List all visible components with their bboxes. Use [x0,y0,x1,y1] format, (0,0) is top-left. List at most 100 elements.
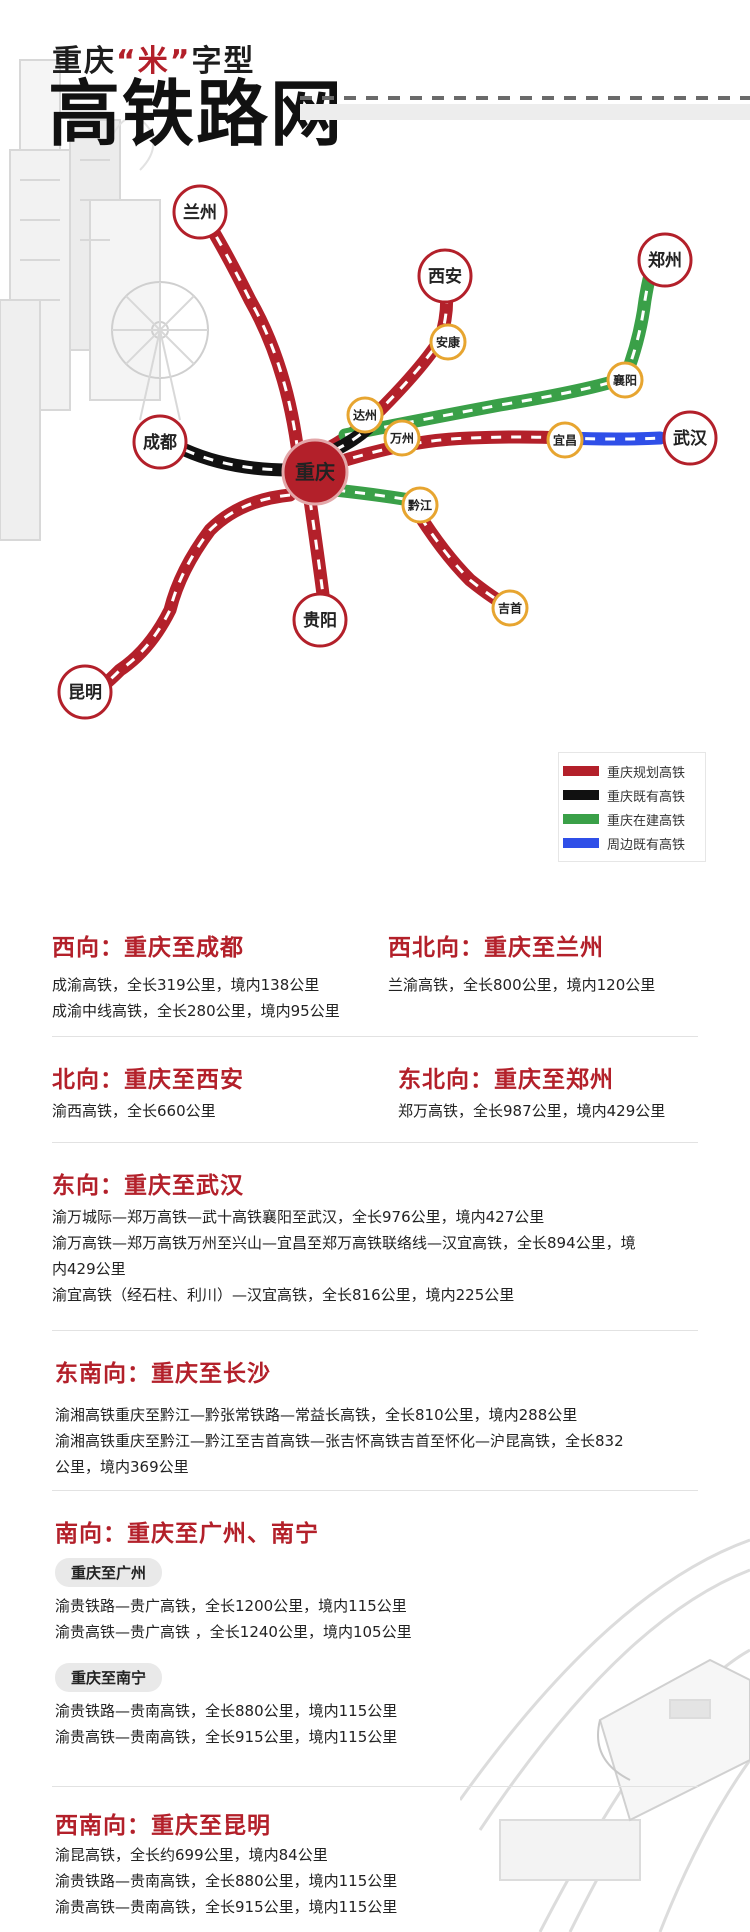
route-line: 渝贵铁路—贵广高铁，全长1200公里，境内115公里 [55,1597,407,1615]
divider [52,1036,698,1037]
route-line: 渝贵高铁—贵南高铁，全长915公里，境内115公里 [55,1898,398,1916]
route-line: 渝贵铁路—贵南高铁，全长880公里，境内115公里 [55,1702,398,1720]
line-kunming-base [88,488,297,697]
node-yichang: 宜昌 [546,421,584,459]
section-title: 西北向：重庆至兰州 [388,935,604,961]
node-chengdu: 成都 [132,414,188,470]
node-chengdu-circle [132,414,188,470]
map-legend: 重庆规划高铁 重庆既有高铁 重庆在建高铁 周边既有高铁 [558,752,706,862]
line-lanzhou-dash [198,209,302,471]
sub-route-tag-guangzhou: 重庆至广州 [55,1558,163,1587]
node-chengdu-label: 成都 [143,432,177,453]
node-lanzhou-label: 兰州 [183,202,217,223]
section-south: 南向：重庆至广州、南宁 重庆至广州 渝贵铁路—贵广高铁，全长1200公里，境内1… [55,1514,412,1750]
node-yichang-circle [546,421,584,459]
route-line: 内429公里 [52,1260,126,1278]
node-kunming-circle [57,664,113,720]
legend-swatch-planned [563,766,599,776]
node-wuhan-circle [662,410,718,466]
node-zhengzhou-label: 郑州 [648,250,682,271]
section-southeast: 东南向：重庆至长沙 渝湘高铁重庆至黔江—黔张常铁路—常益长高铁，全长810公里，… [55,1354,624,1480]
node-kunming-label: 昆明 [68,683,102,703]
rail-network-map: 重庆兰州西安郑州成都武汉贵阳昆明安康达州万州襄阳宜昌黔江吉首 [57,184,718,720]
section-title: 西向：重庆至成都 [52,935,244,961]
node-xiangyang-label: 襄阳 [612,372,637,387]
node-kunming: 昆明 [57,664,113,720]
line-lanzhou-base [193,203,307,477]
route-line: 渝昆高铁，全长约699公里，境内84公里 [55,1846,328,1864]
node-xiangyang: 襄阳 [606,361,644,399]
divider [52,1786,698,1787]
node-xian-circle [417,248,473,304]
node-qianjiang-label: 黔江 [408,497,432,512]
route-line: 公里，境内369公里 [55,1458,189,1476]
legend-swatch-building [563,814,599,824]
route-line: 渝湘高铁重庆至黔江—黔江至吉首高铁—张吉怀高铁吉首至怀化—沪昆高铁，全长832 [55,1432,624,1450]
line-zhengzhou-north-dash [623,259,657,379]
legend-swatch-nearby [563,838,599,848]
node-chongqing-circle [281,438,349,506]
node-zhengzhou: 郑州 [637,232,693,288]
section-northeast: 东北向：重庆至郑州 郑万高铁，全长987公里，境内429公里 [398,1060,665,1124]
section-title: 南向：重庆至广州、南宁 [55,1521,319,1547]
node-guiyang-label: 贵阳 [303,610,337,631]
node-jishou-circle [491,589,529,627]
legend-item-existing: 重庆既有高铁 [563,783,701,807]
node-guiyang-circle [292,592,348,648]
page-title: 高铁路网 [48,72,345,156]
node-guiyang: 贵阳 [292,592,348,648]
route-line: 渝贵铁路—贵南高铁，全长880公里，境内115公里 [55,1872,398,1890]
section-title: 东向：重庆至武汉 [52,1173,244,1199]
node-wanzhou: 万州 [383,419,421,457]
title-dashed-bar [300,96,750,100]
node-xian: 西安 [417,248,473,304]
city-background-illustration [0,59,209,541]
legend-swatch-existing [563,790,599,800]
node-lanzhou-circle [172,184,228,240]
node-lanzhou: 兰州 [172,184,228,240]
node-xian-label: 西安 [428,266,462,287]
node-xiangyang-circle [606,361,644,399]
node-ankang-circle [429,323,467,361]
rail-background-illustration [460,1538,750,1932]
section-title: 东南向：重庆至长沙 [55,1361,271,1387]
node-ankang-label: 安康 [436,334,461,349]
route-line: 渝万高铁—郑万高铁万州至兴山—宜昌至郑万高铁联络线—汉宜高铁，全长894公里，境 [52,1234,636,1252]
node-wuhan: 武汉 [662,410,718,466]
node-yichang-label: 宜昌 [553,432,577,447]
route-line: 成渝中线高铁，全长280公里，境内95公里 [52,1002,340,1020]
node-dazhou: 达州 [346,396,384,434]
route-line: 渝湘高铁重庆至黔江—黔张常铁路—常益长高铁，全长810公里，境内288公里 [55,1406,578,1424]
section-southwest: 西南向：重庆至昆明 渝昆高铁，全长约699公里，境内84公里 渝贵铁路—贵南高铁… [55,1806,397,1920]
node-qianjiang: 黔江 [401,486,439,524]
section-west: 西向：重庆至成都 成渝高铁，全长319公里，境内138公里 成渝中线高铁，全长2… [52,928,340,1024]
node-dazhou-circle [346,396,384,434]
legend-item-nearby: 周边既有高铁 [563,831,701,855]
section-northwest: 西北向：重庆至兰州 兰渝高铁，全长800公里，境内120公里 [388,928,655,998]
node-zhengzhou-circle [637,232,693,288]
line-kunming-dash [94,493,291,692]
route-line: 渝贵高铁—贵广高铁 ，全长1240公里，境内105公里 [55,1623,412,1641]
line-chengdu-base [178,443,297,477]
route-line: 兰渝高铁，全长800公里，境内120公里 [388,976,656,994]
section-north: 北向：重庆至西安 渝西高铁，全长660公里 [52,1060,244,1124]
line-jishou-dash [408,499,511,609]
page-subtitle: 重庆“米”字型 [52,44,256,79]
route-line: 成渝高铁，全长319公里，境内138公里 [52,976,320,994]
subtitle-highlight: “米” [116,44,192,79]
node-qianjiang-circle [401,486,439,524]
route-line: 渝贵高铁—贵南高铁，全长915公里，境内115公里 [55,1728,398,1746]
route-line: 渝宜高铁（经石柱、利川）—汉宜高铁，全长816公里，境内225公里 [52,1286,515,1304]
node-wuhan-label: 武汉 [673,428,708,449]
divider [52,1142,698,1143]
legend-item-planned: 重庆规划高铁 [563,759,701,783]
route-line: 渝西高铁，全长660公里 [52,1102,216,1120]
sub-route-tag-nanning: 重庆至南宁 [55,1663,163,1692]
section-title: 西南向：重庆至昆明 [55,1813,271,1839]
node-ankang: 安康 [429,323,467,361]
divider [52,1490,698,1491]
legend-item-building: 重庆在建高铁 [563,807,701,831]
route-line: 郑万高铁，全长987公里，境内429公里 [398,1102,666,1120]
section-title: 北向：重庆至西安 [52,1067,244,1093]
route-line: 渝万城际—郑万高铁—武十高铁襄阳至武汉，全长976公里，境内427公里 [52,1208,545,1226]
